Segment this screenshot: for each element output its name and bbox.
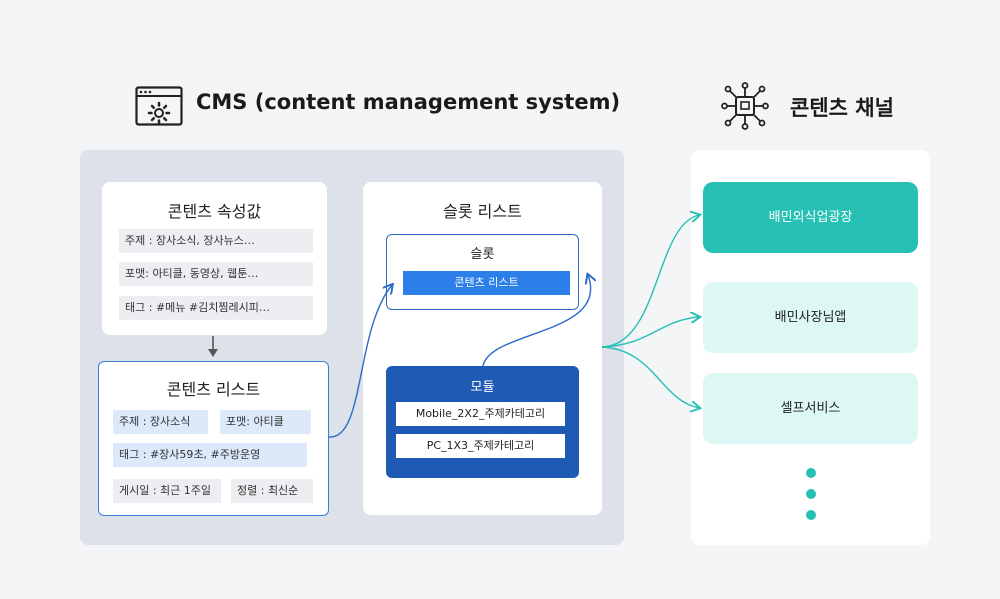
format-chip: 포맷: 아티클 — [220, 410, 311, 434]
channel-baemin-owner-app[interactable]: 배민사장님앱 — [703, 282, 918, 353]
attributes-card: 콘텐츠 속성값 주제 : 장사소식, 장사뉴스… 포맷: 아티클, 동영상, 웹… — [102, 182, 327, 335]
channel-baemin-foodservice[interactable]: 배민외식업광장 — [703, 182, 918, 253]
topic-chip: 주제 : 장사소식 — [113, 410, 208, 434]
cms-title: CMS (content management system) — [196, 90, 621, 114]
channel-self-service[interactable]: 셀프서비스 — [703, 373, 918, 444]
network-box-icon — [721, 82, 769, 130]
attributes-card-title: 콘텐츠 속성값 — [167, 202, 262, 221]
more-dots-icon — [806, 489, 816, 499]
attribute-row-format: 포맷: 아티클, 동영상, 웹툰… — [119, 262, 313, 286]
channel-panel: 배민외식업광장 배민사장님앱 셀프서비스 — [691, 150, 930, 545]
slot-content-list: 콘텐츠 리스트 — [403, 271, 570, 295]
more-dots-icon — [806, 510, 816, 520]
module-item-pc: PC_1X3_주제카테고리 — [396, 434, 565, 458]
slot-box: 슬롯 콘텐츠 리스트 — [386, 234, 579, 310]
slot-title: 슬롯 — [470, 247, 495, 262]
content-list-card: 콘텐츠 리스트 주제 : 장사소식 포맷: 아티클 태그 : #장사59초, #… — [98, 361, 329, 516]
sort-chip: 정렬 : 최신순 — [231, 479, 313, 503]
tag-chip: 태그 : #장사59초, #주방운영 — [113, 443, 307, 467]
module-title: 모듈 — [470, 380, 495, 395]
module-item-mobile: Mobile_2X2_주제카테고리 — [396, 402, 565, 426]
slot-list-title: 슬롯 리스트 — [443, 202, 522, 221]
content-list-title: 콘텐츠 리스트 — [166, 380, 261, 399]
module-box: 모듈 Mobile_2X2_주제카테고리 PC_1X3_주제카테고리 — [386, 366, 579, 478]
down-arrow-icon — [208, 336, 218, 357]
more-dots-icon — [806, 468, 816, 478]
browser-settings-icon — [135, 86, 183, 126]
channel-title: 콘텐츠 채널 — [790, 96, 894, 120]
attribute-row-topic: 주제 : 장사소식, 장사뉴스… — [119, 229, 313, 253]
attribute-row-tag: 태그 : #메뉴 #김치찜레시피… — [119, 296, 313, 320]
period-chip: 게시일 : 최근 1주일 — [113, 479, 221, 503]
